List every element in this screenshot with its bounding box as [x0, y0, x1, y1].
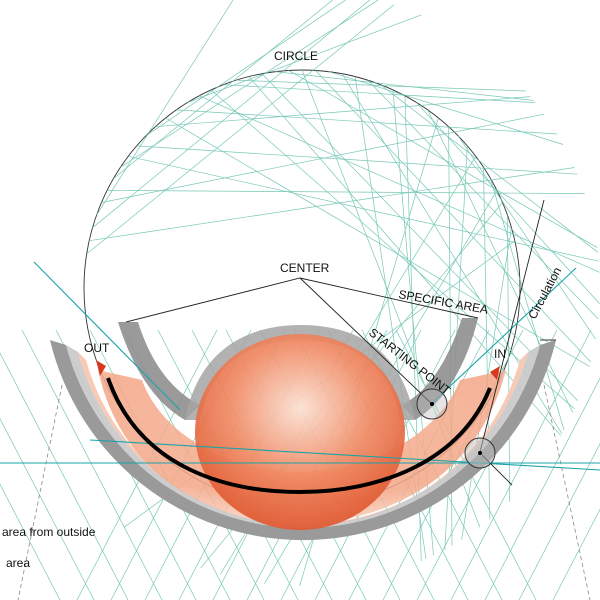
ray-line: [107, 190, 585, 194]
area-label: area: [6, 556, 30, 570]
sphere-gray-ring: [185, 325, 415, 420]
ray-line: [484, 377, 600, 600]
circulation-path: [106, 377, 492, 495]
ray-line: [416, 102, 600, 304]
ray-line: [236, 79, 526, 92]
ray-line: [89, 167, 575, 242]
ray-line: [187, 14, 422, 103]
bowl-fill: [98, 370, 506, 525]
axis-lines: [0, 261, 600, 471]
ray-line: [21, 329, 163, 600]
leader-lines: [125, 199, 556, 486]
ray-line: [367, 79, 599, 320]
center-label: CENTER: [280, 261, 330, 275]
ray-line: [101, 113, 545, 203]
in-label: IN: [494, 347, 506, 361]
out-label: OUT: [84, 341, 110, 355]
in-arrow-icon: [490, 366, 500, 380]
ray-line: [457, 135, 596, 340]
junction-dot: [478, 451, 482, 455]
ray-line: [136, 145, 578, 175]
ray-line: [120, 0, 379, 168]
ray-line: [145, 0, 347, 137]
ray-line: [288, 70, 598, 248]
starting-point-dot: [430, 402, 434, 406]
ray-line: [176, 109, 558, 135]
ray-line: [518, 443, 600, 600]
ray-line: [328, 71, 564, 145]
ray-line: [552, 508, 600, 600]
ray-line: [315, 70, 591, 363]
circle-label: CIRCLE: [274, 49, 318, 63]
central-sphere: [195, 334, 405, 530]
ray-line: [165, 117, 590, 367]
out-arrow-icon: [96, 360, 106, 376]
ray-line: [275, 71, 534, 101]
ray-line: [0, 352, 129, 600]
ray-line: [96, 0, 234, 216]
ray-line: [490, 178, 565, 431]
specific-area-band-left: [118, 322, 200, 420]
ray-line: [155, 96, 531, 128]
ray-line: [113, 0, 334, 179]
ray-line: [0, 417, 95, 600]
ray-line: [380, 84, 599, 253]
ray-line: [0, 483, 61, 600]
ray-line: [198, 95, 600, 273]
area-from-outside-label: area from outside: [2, 525, 96, 539]
ray-line: [92, 0, 371, 229]
ray-line: [261, 73, 579, 402]
ray-line: [86, 4, 395, 255]
dashed-outside-lines: [17, 384, 591, 600]
